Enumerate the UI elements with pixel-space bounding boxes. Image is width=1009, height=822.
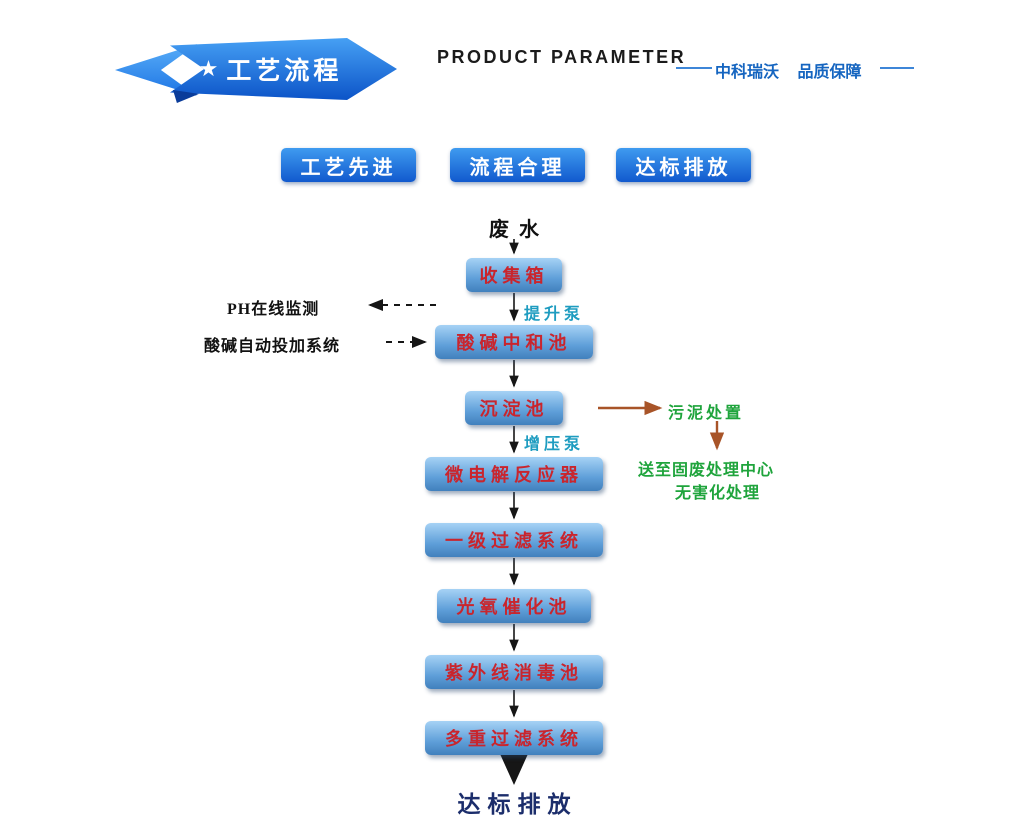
sludge-disposal-label: 污泥处置 (668, 405, 745, 422)
badge-standard-discharge: 达标排放 (616, 148, 751, 182)
ph-online-monitor-label: PH在线监测 (227, 301, 320, 318)
flow-step-uv-disinfection-pool: 紫外线消毒池 (425, 655, 603, 689)
flow-step-collection-tank: 收集箱 (466, 258, 562, 292)
flow-outcome-label: 达标排放 (457, 792, 578, 817)
acid-base-dosing-system-label: 酸碱自动投加系统 (204, 338, 341, 355)
brand-text: 中科瑞沃 品质保障 (715, 58, 861, 82)
lift-pump-label: 提升泵 (524, 306, 585, 323)
banner-title: 工艺流程 (226, 57, 343, 85)
star-icon: ★ (198, 56, 219, 81)
flow-source-label: 废水 (489, 219, 549, 241)
badge-reasonable-process: 流程合理 (450, 148, 585, 182)
flow-step-neutralization-pool: 酸碱中和池 (435, 325, 593, 359)
flow-step-sedimentation-pool: 沉淀池 (465, 391, 563, 425)
flow-step-microelectrolysis-reactor: 微电解反应器 (425, 457, 603, 491)
divider-line-left (676, 67, 712, 69)
flow-step-photocatalytic-pool: 光氧催化池 (437, 589, 591, 623)
section-banner: ★ 工艺流程 (115, 38, 397, 103)
badge-advanced-technology: 工艺先进 (281, 148, 416, 182)
harmless-treatment-label: 无害化处理 (675, 485, 761, 502)
banner-body: ★ 工艺流程 (170, 38, 397, 100)
divider-line-right (880, 67, 914, 69)
flow-step-primary-filtration: 一级过滤系统 (425, 523, 603, 557)
brand-name: 中科瑞沃 (715, 64, 780, 81)
solid-waste-center-label: 送至固废处理中心 (638, 462, 775, 479)
flow-step-multi-filtration: 多重过滤系统 (425, 721, 603, 755)
section-subtitle: PRODUCT PARAMETER (437, 47, 687, 67)
booster-pump-label: 增压泵 (524, 436, 585, 453)
brand-slogan: 品质保障 (797, 64, 862, 81)
